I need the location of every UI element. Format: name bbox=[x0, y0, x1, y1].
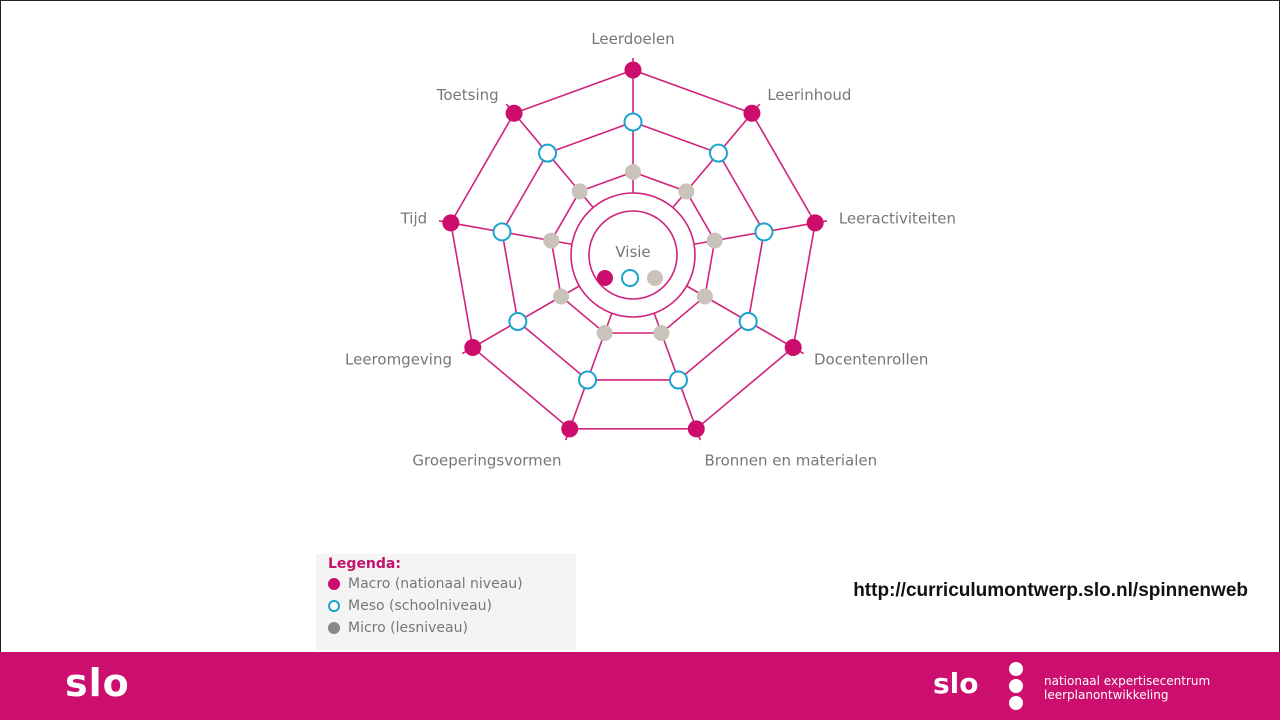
meso-ring bbox=[501, 121, 765, 381]
macro-node bbox=[505, 104, 523, 122]
macro-node bbox=[561, 420, 579, 438]
macro-node bbox=[464, 339, 482, 356]
center-meso-dot bbox=[621, 269, 639, 287]
micro-dot-icon bbox=[328, 622, 340, 634]
macro-node bbox=[806, 214, 824, 232]
inner-circle-inner bbox=[588, 210, 678, 300]
micro-node bbox=[553, 288, 570, 305]
micro-node bbox=[696, 288, 713, 305]
micro-node bbox=[571, 183, 588, 200]
footer-bar: slo slo nationaal expertisecentrum leerp… bbox=[0, 652, 1280, 720]
center-label: Visie bbox=[615, 243, 650, 261]
legend-item-micro: Micro (lesniveau) bbox=[328, 620, 468, 636]
micro-node bbox=[625, 164, 641, 180]
spoke-label: Toetsing bbox=[436, 86, 499, 104]
micro-node bbox=[653, 324, 670, 341]
curriculum-spiderweb-diagram: Visie LeerdoelenLeerinhoudLeeractiviteite… bbox=[345, 30, 956, 469]
legend-label-micro: Micro (lesniveau) bbox=[348, 620, 468, 636]
meso-dot-icon bbox=[328, 600, 340, 612]
meso-node bbox=[508, 312, 528, 331]
legend-label-meso: Meso (schoolniveau) bbox=[348, 598, 492, 614]
micro-node bbox=[543, 232, 560, 249]
meso-node bbox=[738, 312, 758, 331]
legend-item-meso: Meso (schoolniveau) bbox=[328, 598, 492, 614]
legend-label-macro: Macro (nationaal niveau) bbox=[348, 576, 523, 592]
spoke-label: Groeperingsvormen bbox=[412, 451, 561, 469]
meso-node bbox=[623, 112, 643, 132]
micro-ring bbox=[550, 171, 716, 334]
macro-dot-icon bbox=[328, 578, 340, 590]
spoke-label: Leeromgeving bbox=[345, 351, 452, 369]
macro-ring bbox=[449, 69, 817, 430]
spoke-label: Docentenrollen bbox=[814, 351, 928, 369]
meso-node bbox=[708, 143, 728, 163]
macro-node bbox=[624, 61, 642, 79]
center-macro-dot bbox=[597, 270, 613, 286]
spoke-label: Tijd bbox=[400, 210, 428, 228]
micro-node bbox=[678, 183, 695, 200]
macro-node bbox=[442, 214, 460, 232]
legend-item-macro: Macro (nationaal niveau) bbox=[328, 576, 523, 592]
macro-node bbox=[784, 339, 802, 356]
macro-node bbox=[743, 104, 761, 122]
source-url[interactable]: http://curriculumontwerp.slo.nl/spinnenw… bbox=[853, 580, 1248, 601]
spoke-label: Bronnen en materialen bbox=[704, 451, 877, 469]
legend-title: Legenda: bbox=[328, 556, 401, 572]
spoke-label: Leerdoelen bbox=[591, 30, 674, 48]
logo-dots-icon bbox=[1006, 662, 1026, 710]
tagline-line-1: nationaal expertisecentrum bbox=[1044, 674, 1211, 688]
slo-logo-left: slo bbox=[65, 661, 130, 705]
tagline: nationaal expertisecentrum leerplanontwi… bbox=[1044, 674, 1210, 702]
macro-node bbox=[687, 420, 705, 438]
spoke-label: Leerinhoud bbox=[767, 86, 851, 104]
meso-node bbox=[754, 222, 774, 242]
legend: Legenda: Macro (nationaal niveau) Meso (… bbox=[316, 554, 576, 650]
meso-node bbox=[492, 222, 512, 242]
meso-node bbox=[538, 143, 558, 163]
meso-node bbox=[578, 370, 598, 390]
micro-node bbox=[706, 232, 723, 249]
meso-node bbox=[668, 370, 688, 390]
spoke-label: Leeractiviteiten bbox=[839, 210, 956, 228]
tagline-line-2: leerplanontwikkeling bbox=[1044, 688, 1169, 702]
slo-logo-right: slo bbox=[933, 667, 979, 700]
center-micro-dot bbox=[647, 270, 663, 286]
micro-node bbox=[596, 324, 613, 341]
